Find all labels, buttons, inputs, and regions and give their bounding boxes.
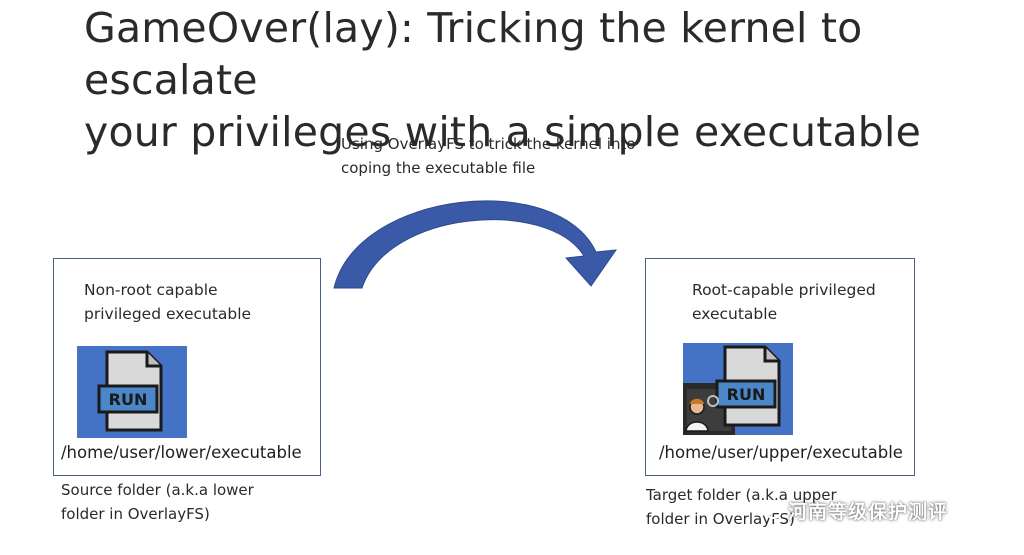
target-folder-description: Target folder (a.k.a upper folder in Ove…	[646, 483, 886, 531]
caption-line-1: Using OverlayFS to trick the kernel into	[341, 135, 636, 153]
run-file-icon: RUN	[77, 346, 187, 438]
source-desc-line-1: Source folder (a.k.a lower	[61, 481, 254, 499]
caption-line-2: coping the executable file	[341, 159, 536, 177]
title-line-2: your privileges with a simple executable	[84, 108, 922, 156]
target-label-line-1: Root-capable privileged	[692, 281, 876, 299]
target-label: Root-capable privileged executable	[692, 278, 902, 326]
run-icon-text: RUN	[727, 385, 766, 404]
source-desc-line-2: folder in OverlayFS)	[61, 505, 210, 523]
source-folder-box: Non-root capable privileged executable R…	[53, 258, 321, 476]
watermark: 河南等级保护测评	[758, 496, 948, 524]
source-path: /home/user/lower/executable	[61, 443, 302, 462]
slide-title: GameOver(lay): Tricking the kernel to es…	[84, 2, 1014, 158]
source-label-line-1: Non-root capable	[84, 281, 218, 299]
target-path: /home/user/upper/executable	[659, 443, 903, 462]
run-file-with-user-icon: RUN	[683, 343, 793, 435]
arrow-caption: Using OverlayFS to trick the kernel into…	[341, 132, 701, 180]
target-label-line-2: executable	[692, 305, 778, 323]
watermark-text: 河南等级保护测评	[788, 500, 949, 523]
title-line-1: GameOver(lay): Tricking the kernel to es…	[84, 4, 863, 104]
source-folder-description: Source folder (a.k.a lower folder in Ove…	[61, 478, 301, 526]
run-icon-text: RUN	[109, 390, 148, 409]
wechat-icon	[758, 500, 782, 519]
target-desc-line-2: folder in OverlayFS)	[646, 510, 795, 528]
target-folder-box: Root-capable privileged executable RUN /…	[645, 258, 915, 476]
curved-arrow-icon	[333, 200, 618, 289]
target-desc-line-1: Target folder (a.k.a upper	[646, 486, 837, 504]
source-label-line-2: privileged executable	[84, 305, 252, 323]
source-label: Non-root capable privileged executable	[84, 278, 304, 326]
